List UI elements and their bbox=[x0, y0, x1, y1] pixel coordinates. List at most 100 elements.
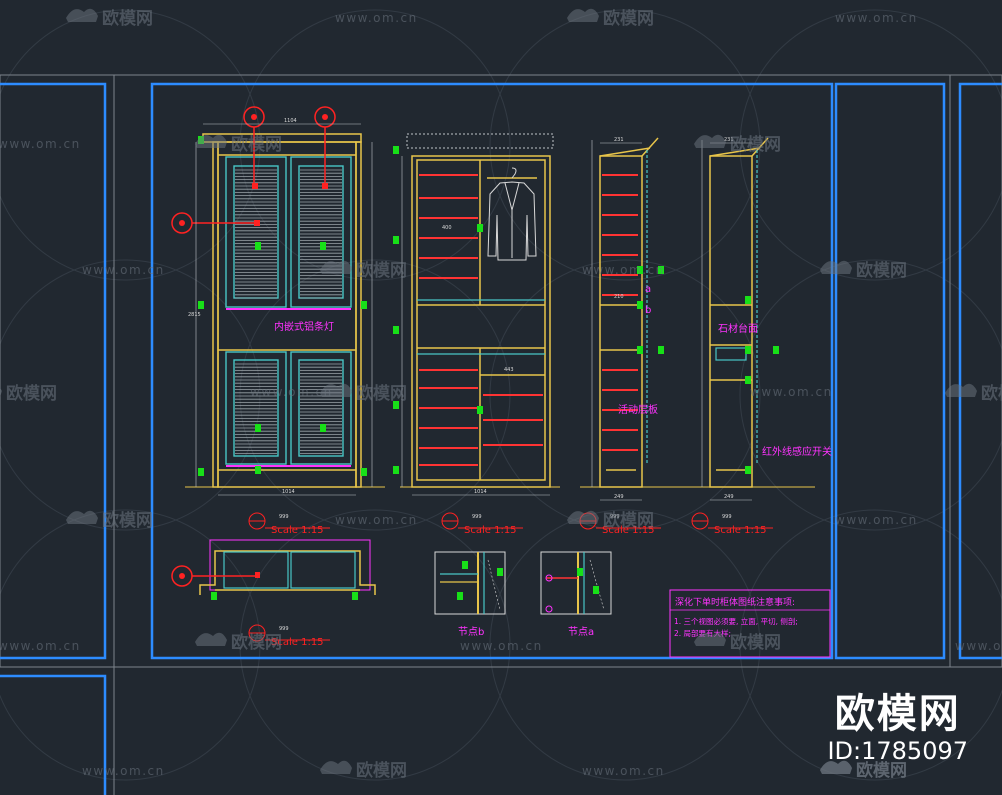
watermark-logo: 欧模网 bbox=[195, 134, 282, 155]
grip-marker bbox=[637, 266, 643, 274]
sofa-icon bbox=[66, 8, 98, 22]
glass-shelf-label: 活动层板 bbox=[618, 403, 658, 416]
watermark-logo: 欧模网 bbox=[320, 383, 407, 404]
view-title-1-name: 999 bbox=[279, 514, 289, 520]
view-title-1: 999 Scale 1:15 bbox=[248, 512, 330, 536]
sofa-icon bbox=[694, 134, 726, 148]
grip-marker bbox=[658, 266, 664, 274]
grip-marker bbox=[745, 376, 751, 384]
grip-marker bbox=[477, 406, 483, 414]
watermark-logo: 欧模网 bbox=[820, 760, 907, 781]
watermark-url: www.om.cn bbox=[750, 385, 833, 399]
sofa-icon bbox=[320, 760, 352, 774]
grip-marker bbox=[745, 466, 751, 474]
sofa-icon bbox=[694, 632, 726, 646]
sofa-icon bbox=[567, 510, 599, 524]
brand-name: 欧模网 bbox=[834, 691, 961, 737]
view-title-3-name: 999 bbox=[610, 514, 620, 520]
jacket-icon bbox=[487, 167, 537, 261]
view-title-4: 999 Scale 1:15 bbox=[691, 512, 773, 536]
watermark-url: www.om.cn bbox=[835, 513, 918, 527]
dim-depth-3: 231 bbox=[614, 137, 624, 143]
grip-marker bbox=[745, 296, 751, 304]
watermark-brand: 欧模网 bbox=[356, 260, 407, 281]
grip-marker bbox=[457, 592, 463, 600]
watermark-brand: 欧模网 bbox=[231, 134, 282, 155]
grip-marker bbox=[593, 586, 599, 594]
dim-depth2-3: 249 bbox=[614, 494, 624, 500]
notes-title: 深化下单时柜体图纸注意事项: bbox=[675, 596, 795, 608]
sofa-icon bbox=[195, 632, 227, 646]
watermark-logo: 欧模网 bbox=[195, 632, 282, 653]
watermark-logo: 欧模网 bbox=[66, 510, 153, 531]
dim-width-bottom: 1014 bbox=[282, 489, 295, 495]
grip-marker bbox=[393, 466, 399, 474]
watermark-url: www.om.cn bbox=[250, 385, 333, 399]
watermark-brand: 欧模网 bbox=[981, 383, 1002, 404]
grip-marker bbox=[462, 561, 468, 569]
watermark-logo: 欧模网 bbox=[0, 383, 57, 404]
watermark-logo: 欧模网 bbox=[567, 510, 654, 531]
sheet-frames bbox=[0, 74, 1002, 795]
sofa-icon bbox=[820, 260, 852, 274]
dim-small-3: 210 bbox=[614, 294, 624, 300]
watermark-brand: 欧模网 bbox=[102, 510, 153, 531]
view-titles: 999 Scale 1:15 999 Scale 1:15 999 Scale … bbox=[248, 512, 773, 648]
notes-line-2: 2. 局部要有大样; bbox=[674, 628, 731, 638]
watermark-brand: 欧模网 bbox=[102, 8, 153, 29]
view-title-1-scale: Scale 1:15 bbox=[271, 525, 324, 536]
watermark-brand: 欧模网 bbox=[356, 760, 407, 781]
grip-marker bbox=[198, 468, 204, 476]
grip-marker bbox=[393, 146, 399, 154]
sofa-icon bbox=[0, 387, 2, 397]
grip-marker bbox=[361, 468, 367, 476]
grip-marker bbox=[393, 401, 399, 409]
watermark-url: www.om.cn bbox=[0, 639, 81, 653]
dim-shelf-2: 400 bbox=[442, 225, 452, 231]
plan-section-view bbox=[171, 539, 376, 595]
grip-marker bbox=[255, 424, 261, 432]
grip-marker bbox=[745, 346, 751, 354]
watermark-logo: 欧模网 bbox=[945, 383, 1002, 404]
grip-marker bbox=[320, 242, 326, 250]
watermark-url: www.om.cn bbox=[335, 513, 418, 527]
dim-depth-4: 231 bbox=[724, 137, 734, 143]
sofa-icon bbox=[66, 510, 98, 524]
grip-marker bbox=[393, 326, 399, 334]
brand-badge: 欧模网 ID:1785097 bbox=[827, 691, 968, 765]
grip-marker bbox=[198, 301, 204, 309]
dim-width-top: 1104 bbox=[284, 118, 297, 124]
notes-box: 深化下单时柜体图纸注意事项: 1. 三个视图必须要, 立面, 平切, 侧剖; 2… bbox=[669, 589, 831, 658]
watermark-url: www.om.cn bbox=[82, 764, 165, 778]
notes-line-1: 1. 三个视图必须要, 立面, 平切, 侧剖; bbox=[674, 616, 798, 626]
watermark-brand: 欧模网 bbox=[603, 510, 654, 531]
watermark-logo: 欧模网 bbox=[820, 260, 907, 281]
grip-marker bbox=[393, 236, 399, 244]
watermark-url: www.om.cn bbox=[955, 639, 1002, 653]
watermark-logo: 欧模网 bbox=[320, 260, 407, 281]
watermark-url: www.om.cn bbox=[82, 263, 165, 277]
watermark-logo: 欧模网 bbox=[66, 8, 153, 29]
watermark-url: www.om.cn bbox=[835, 11, 918, 25]
view-title-2-name: 999 bbox=[472, 514, 482, 520]
stone-top-label: 石材台面 bbox=[718, 322, 758, 335]
detail-a-mark: a bbox=[645, 284, 651, 295]
sofa-icon bbox=[195, 134, 227, 148]
watermark-brand: 欧模网 bbox=[730, 632, 781, 653]
view-title-4-name: 999 bbox=[722, 514, 732, 520]
watermark-brand: 欧模网 bbox=[6, 383, 57, 404]
watermark-url: www.om.cn bbox=[582, 764, 665, 778]
grip-marker bbox=[361, 301, 367, 309]
grip-marker bbox=[497, 568, 503, 576]
view-title-5-name: 999 bbox=[279, 626, 289, 632]
dim-height: 2815 bbox=[188, 312, 201, 318]
sofa-icon bbox=[945, 383, 977, 397]
sofa-icon bbox=[567, 8, 599, 22]
detail-b-label: 节点b bbox=[458, 626, 484, 638]
grip-marker bbox=[658, 346, 664, 354]
side-section-view-1: 231 249 210 a b 活动层板 bbox=[591, 137, 659, 501]
grip-marker bbox=[637, 346, 643, 354]
watermark-brand: 欧模网 bbox=[356, 383, 407, 404]
grip-marker bbox=[577, 568, 583, 576]
